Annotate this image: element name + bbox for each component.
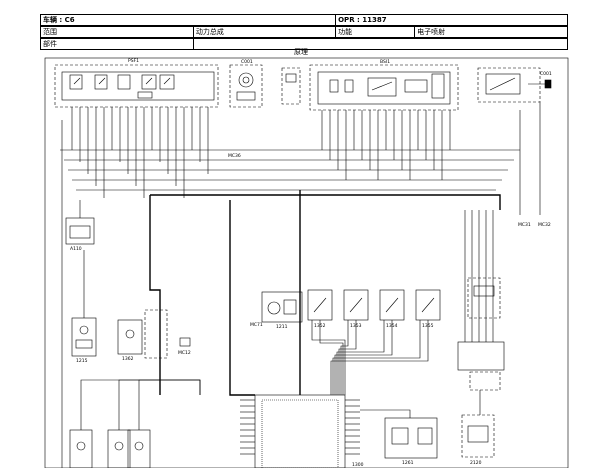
wire-injector — [311, 320, 346, 395]
label-psf1: PSF1 — [128, 58, 139, 64]
bsi1-box — [309, 64, 459, 111]
label-mc32: MC32 — [538, 222, 551, 228]
opr-field: OPR : 11387 — [335, 14, 568, 26]
wire-injector — [336, 320, 385, 395]
wire-injector — [334, 320, 393, 395]
1362-box — [117, 319, 143, 355]
part-value — [192, 38, 569, 50]
label-1215: 1215 — [76, 358, 88, 364]
wire-injector — [340, 320, 349, 395]
wire-injector — [330, 320, 429, 395]
part-label: 部件 — [40, 38, 194, 50]
1300-ecu — [254, 394, 346, 468]
1211-box — [261, 291, 303, 323]
title-block: 车辆 : C6 OPR : 11387 范围 动力总成 功能 电子喷射 部件 — [39, 14, 569, 50]
vehicle-field: 车辆 : C6 — [39, 14, 337, 26]
label-c001b: C001 — [540, 71, 552, 77]
label-mc36: MC36 — [228, 153, 241, 159]
diagram-title: 原理 — [294, 48, 308, 56]
1261-box — [384, 417, 438, 459]
harness-mid — [229, 200, 255, 396]
label-mc31: MC31 — [518, 222, 531, 228]
label-c001: C001 — [241, 59, 253, 65]
wire-bottom-left — [80, 379, 201, 430]
label-1352: 1352 — [314, 323, 326, 329]
label-1300: 1300 — [352, 462, 364, 468]
drawing-frame — [44, 57, 569, 468]
function-value: 电子喷射 — [414, 26, 568, 38]
label-1362: 1362 — [122, 356, 134, 362]
label-1355: 1355 — [422, 323, 434, 329]
c001-box — [229, 64, 263, 108]
label-1354: 1354 — [386, 323, 398, 329]
label-2120: 2120 — [470, 460, 482, 466]
label-mc12: MC12 — [178, 350, 191, 356]
label-mc71: MC71 — [250, 322, 263, 328]
psf1-box — [54, 64, 219, 108]
label-a110: A110 — [70, 246, 82, 252]
wire-1261 — [360, 409, 411, 418]
wire-harness — [60, 102, 541, 468]
harness-top — [150, 194, 501, 210]
wire-injector — [319, 320, 344, 395]
harness-left — [149, 195, 161, 395]
scope-label: 范围 — [40, 26, 194, 38]
main-harness — [149, 190, 501, 396]
label-1211: 1211 — [276, 324, 288, 330]
function-label: 功能 — [335, 26, 416, 38]
1215-box — [71, 317, 97, 357]
wire-bottom-left — [138, 379, 201, 430]
scope-value: 动力总成 — [192, 26, 337, 38]
wire-injector — [338, 320, 357, 395]
label-1261: 1261 — [402, 460, 414, 466]
label-bsi1: BSI1 — [380, 59, 390, 65]
2120-box — [461, 414, 495, 458]
wire-injector — [332, 320, 421, 395]
label-1353: 1353 — [350, 323, 362, 329]
